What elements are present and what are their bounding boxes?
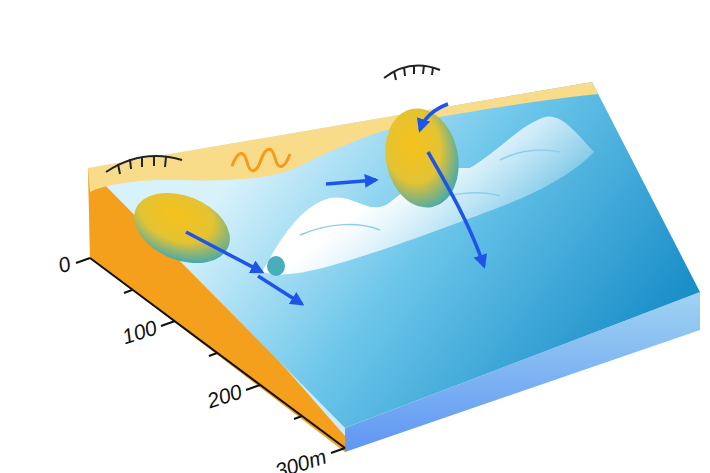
axis-label: 0 <box>56 252 74 276</box>
distance-axis <box>76 258 345 453</box>
wave-symbol <box>232 149 290 171</box>
rip-lobe-small <box>267 256 285 276</box>
scarp-symbol <box>106 65 440 174</box>
axis-label: 200 <box>204 380 244 411</box>
sea-surface <box>88 82 700 428</box>
axis-label: 100 <box>119 316 159 347</box>
rip-lobe <box>124 180 241 277</box>
current-arrows <box>186 104 484 304</box>
axis-label: 300m <box>273 445 329 473</box>
